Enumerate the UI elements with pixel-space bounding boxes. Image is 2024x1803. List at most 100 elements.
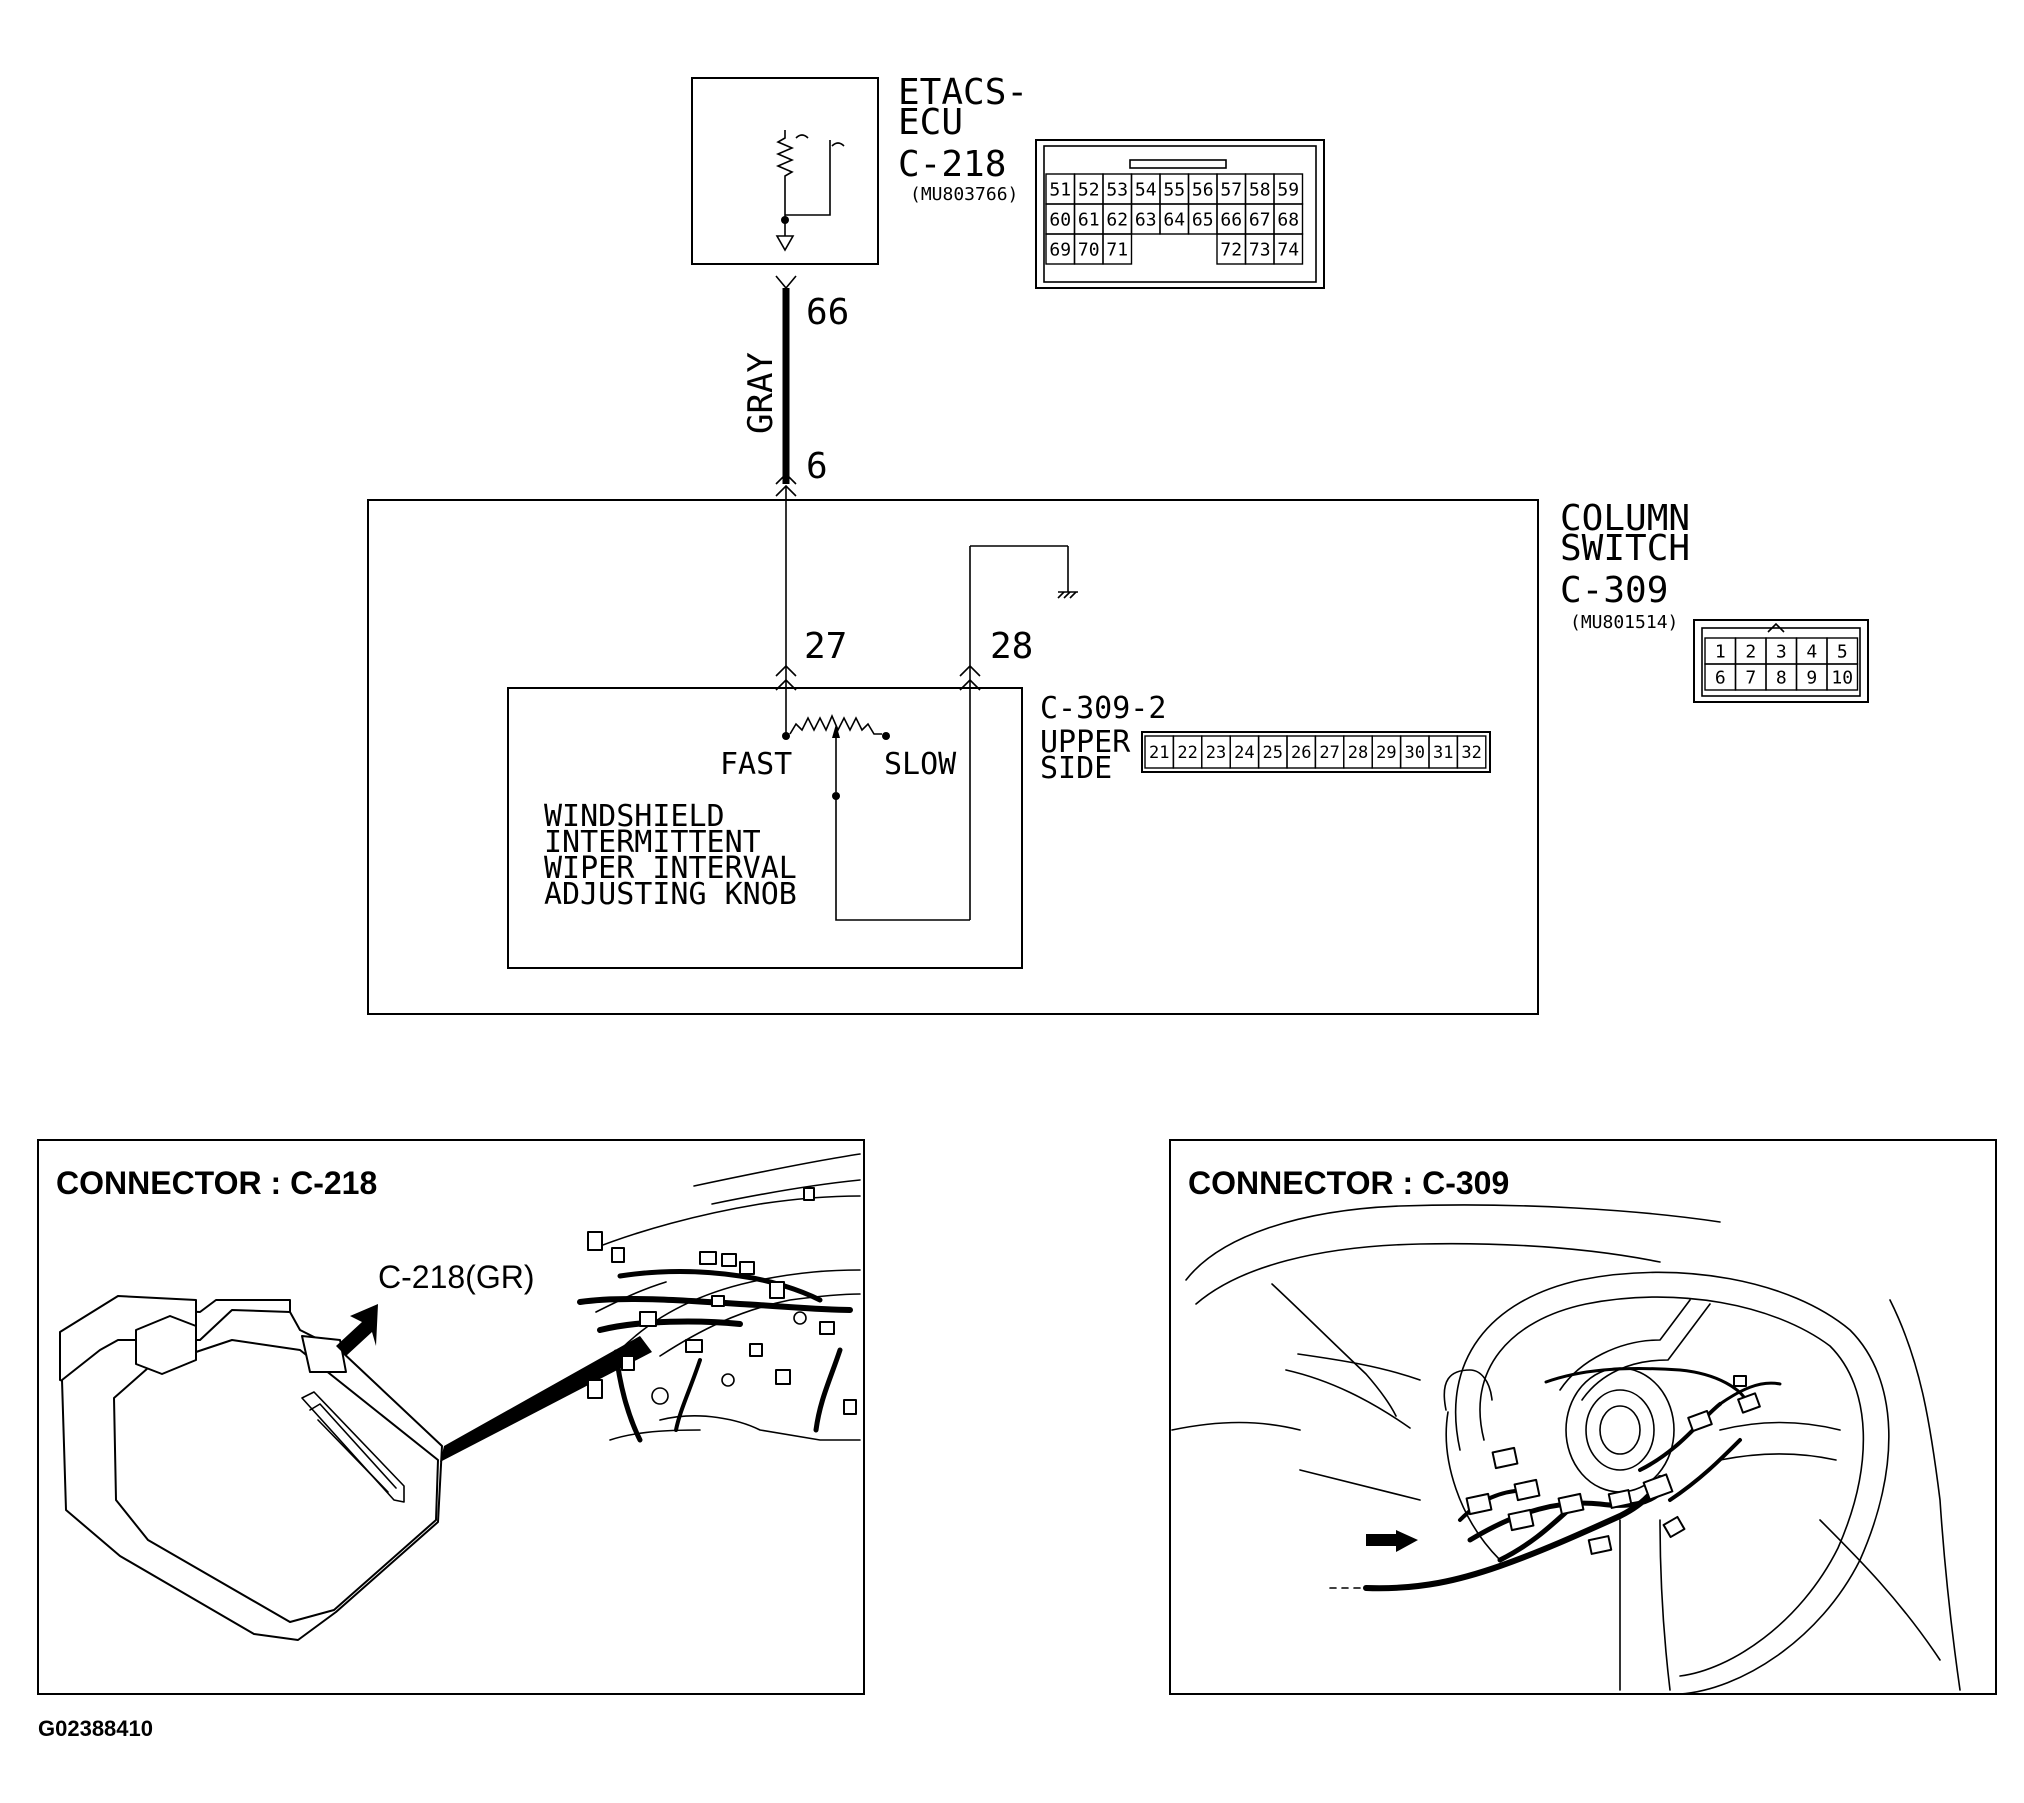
svg-text:72: 72 — [1220, 239, 1242, 260]
c218-pin: 57 — [1216, 173, 1247, 205]
svg-text:57: 57 — [1220, 179, 1242, 200]
svg-text:29: 29 — [1376, 743, 1396, 763]
connector-c309-panel — [1169, 1139, 1997, 1695]
svg-text:25: 25 — [1263, 743, 1283, 763]
c218-pin: 59 — [1273, 173, 1304, 205]
c309-2-pin: 30 — [1399, 735, 1430, 769]
gray-wire — [775, 275, 797, 485]
svg-text:3: 3 — [1776, 641, 1787, 662]
c218-pin: 70 — [1073, 233, 1104, 265]
svg-text:8: 8 — [1776, 667, 1787, 688]
svg-text:28: 28 — [1348, 743, 1368, 763]
c218-pin: 66 — [1216, 203, 1247, 235]
svg-text:73: 73 — [1249, 239, 1271, 260]
sub-connector-label: C-309-2 — [1040, 691, 1166, 726]
svg-text:27: 27 — [1319, 743, 1339, 763]
column-switch-part-number: (MU801514) — [1570, 612, 1678, 633]
c309-pin: 2 — [1734, 637, 1767, 665]
c218-pin: 56 — [1187, 173, 1218, 205]
svg-text:52: 52 — [1078, 179, 1100, 200]
c218-pin: 72 — [1216, 233, 1247, 265]
etacs-connector-label: C-218 — [898, 144, 1006, 185]
svg-text:59: 59 — [1277, 179, 1299, 200]
c309-pin: 8 — [1765, 663, 1798, 691]
internal-wiring — [775, 484, 1078, 920]
c218-pin: 71 — [1102, 233, 1133, 265]
svg-text:23: 23 — [1206, 743, 1226, 763]
c309-pin: 10 — [1826, 663, 1859, 691]
c309-2-pin: 27 — [1314, 735, 1345, 769]
knob-fast-label: FAST — [720, 747, 792, 782]
c309-pin: 9 — [1795, 663, 1828, 691]
svg-text:21: 21 — [1149, 743, 1169, 763]
svg-text:2: 2 — [1745, 641, 1756, 662]
c218-pin: 53 — [1102, 173, 1133, 205]
svg-text:24: 24 — [1234, 743, 1254, 763]
c309-2-pin: 22 — [1172, 735, 1203, 769]
column-switch-name-line2: SWITCH — [1560, 528, 1690, 569]
c218-panel-title: CONNECTOR : C-218 — [56, 1165, 377, 1201]
etacs-name-line2: ECU — [898, 102, 963, 143]
column-switch-connector-label: C-309 — [1560, 570, 1668, 611]
etacs-ecu-illustration — [59, 1295, 443, 1641]
c309-pin: 7 — [1734, 663, 1767, 691]
knob-name-line1: WINDSHIELD — [544, 799, 725, 834]
dashboard-harness-illustration — [440, 1153, 861, 1462]
svg-text:66: 66 — [1220, 209, 1242, 230]
svg-text:9: 9 — [1806, 667, 1817, 688]
upper-side-line2: SIDE — [1040, 751, 1112, 786]
svg-text:7: 7 — [1745, 667, 1756, 688]
c309-2-pin: 29 — [1371, 735, 1402, 769]
c218-pin: 60 — [1045, 203, 1076, 235]
svg-text:62: 62 — [1106, 209, 1128, 230]
c309-2-pin: 32 — [1456, 735, 1487, 769]
c309-panel-title: CONNECTOR : C-309 — [1188, 1165, 1509, 1201]
etacs-name-line1: ETACS- — [898, 72, 1028, 113]
svg-text:71: 71 — [1106, 239, 1128, 260]
svg-text:67: 67 — [1249, 209, 1271, 230]
c309-2-pin: 26 — [1286, 735, 1317, 769]
svg-text:58: 58 — [1249, 179, 1271, 200]
svg-text:70: 70 — [1078, 239, 1100, 260]
column-pin-27: 27 — [804, 626, 847, 667]
svg-text:53: 53 — [1106, 179, 1128, 200]
svg-text:64: 64 — [1163, 209, 1185, 230]
connector-c218-panel — [37, 1139, 865, 1695]
column-switch-name-line1: COLUMN — [1560, 498, 1690, 539]
c218-pin: 54 — [1130, 173, 1161, 205]
c218-pin: 64 — [1159, 203, 1190, 235]
wire-pin-6: 6 — [806, 446, 828, 487]
wire-pin-66: 66 — [806, 292, 849, 333]
knob-name-line3: WIPER INTERVAL — [544, 851, 797, 886]
svg-text:4: 4 — [1806, 641, 1817, 662]
svg-text:54: 54 — [1135, 179, 1157, 200]
svg-text:6: 6 — [1715, 667, 1726, 688]
c218-pin: 58 — [1244, 173, 1275, 205]
knob-name-line2: INTERMITTENT — [544, 825, 761, 860]
c309-2-pin: 31 — [1428, 735, 1459, 769]
c218-callout-label: C-218(GR) — [378, 1259, 534, 1295]
svg-text:51: 51 — [1049, 179, 1071, 200]
c309-2-pin: 23 — [1201, 735, 1231, 769]
svg-text:10: 10 — [1831, 667, 1853, 688]
c218-pin: 68 — [1273, 203, 1304, 235]
etacs-ecu-box — [691, 77, 879, 265]
wire-color-label: GRAY — [741, 352, 781, 434]
etacs-part-number: (MU803766) — [910, 184, 1018, 205]
c218-pin: 69 — [1045, 233, 1076, 265]
c218-pin: 73 — [1244, 233, 1275, 265]
c309-2-pin: 21 — [1144, 735, 1175, 769]
c218-pin: 65 — [1187, 203, 1218, 235]
etacs-internal-resistor-symbol — [775, 130, 845, 252]
column-switch-box — [367, 499, 1539, 1015]
svg-text:60: 60 — [1049, 209, 1071, 230]
upper-side-line1: UPPER — [1040, 725, 1131, 760]
svg-text:74: 74 — [1277, 239, 1299, 260]
c218-pin: 63 — [1130, 203, 1161, 235]
svg-text:68: 68 — [1277, 209, 1299, 230]
svg-text:30: 30 — [1405, 743, 1425, 763]
svg-text:63: 63 — [1135, 209, 1157, 230]
